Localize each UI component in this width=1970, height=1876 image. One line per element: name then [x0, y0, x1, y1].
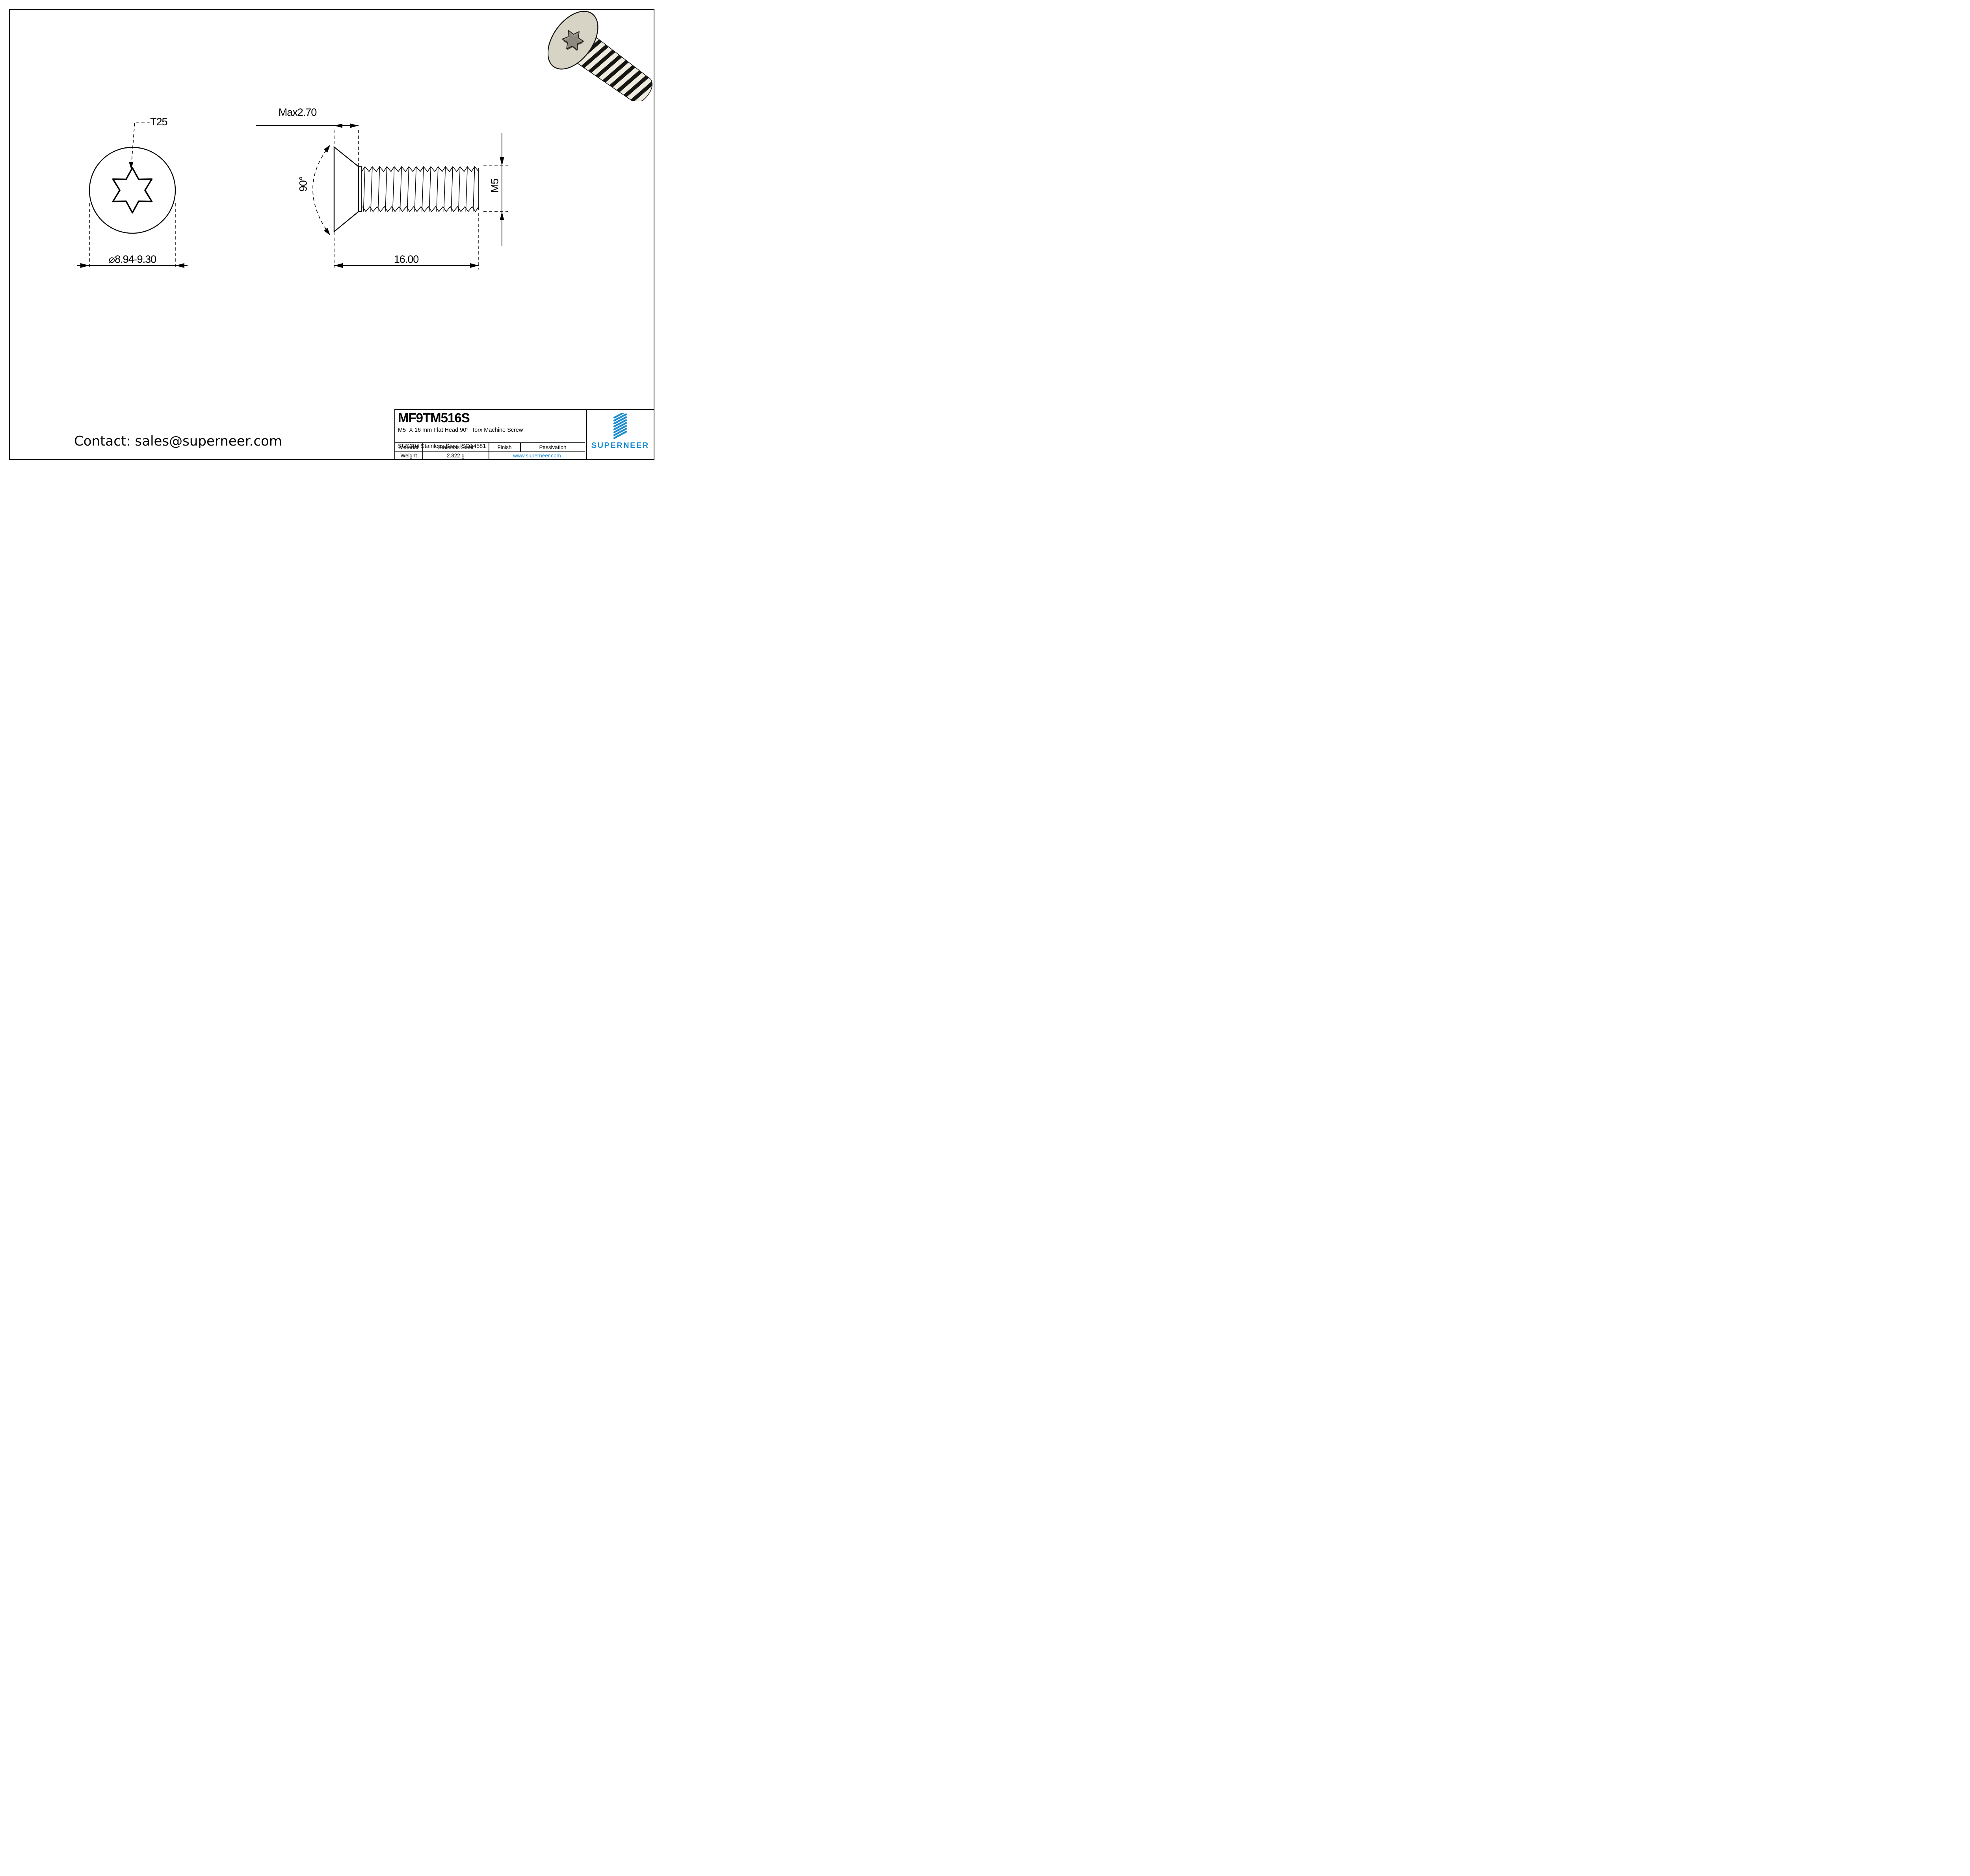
- dim-arrowhead: [500, 212, 504, 220]
- front-view-screw-head: [77, 122, 188, 269]
- head-diameter-label: ⌀8.94-9.30: [108, 253, 156, 265]
- finish-value-cell: Passivation: [520, 443, 585, 451]
- thread-size-extension-lines: [483, 165, 508, 212]
- head-shank-junction: [359, 166, 362, 212]
- description-line-2: SUS304 Stainless Steel ISO14581: [398, 443, 486, 449]
- torx-label-leader-line: [131, 122, 150, 167]
- dim-arrowhead: [80, 263, 89, 268]
- head-angle-label: 90°: [297, 176, 309, 192]
- screw-length-label: 16.00: [394, 253, 419, 265]
- brand-wordmark: SUPERNEER: [591, 441, 649, 450]
- part-number: MF9TM516S: [398, 410, 470, 425]
- arc-arrowhead: [324, 228, 330, 235]
- technical-drawing-canvas: [77, 122, 508, 269]
- dim-arrowhead: [334, 123, 342, 128]
- length-extension-lines: [334, 213, 479, 269]
- arc-arrowhead: [324, 145, 330, 152]
- screw-3d-torx-recess: [562, 30, 584, 50]
- screw-3d-render: [548, 11, 653, 101]
- screw-3d-group: [548, 11, 653, 101]
- dim-arrowhead: [334, 263, 343, 268]
- thread-crest-lines: [363, 166, 475, 212]
- title-block-info: MF9TM516S M5 X 16 mm Flat Head 90° Torx …: [398, 411, 583, 450]
- torx-size-label: T25: [150, 116, 168, 128]
- side-view-screw: [256, 123, 508, 269]
- head-height-extension-lines: [334, 130, 359, 166]
- countersunk-head-profile: [333, 146, 359, 233]
- drawing-sheet: T25 ⌀8.94-9.30 Max2.70 90° M5 16.00 Cont…: [0, 0, 663, 469]
- brand-logo-cell: SUPERNEER: [586, 410, 654, 459]
- dim-arrowhead: [500, 157, 504, 166]
- torx-recess-star: [112, 167, 153, 214]
- title-block: MF9TM516S M5 X 16 mm Flat Head 90° Torx …: [394, 409, 654, 460]
- dim-arrowhead: [175, 263, 184, 268]
- thread-size-label: M5: [489, 178, 501, 193]
- cone-angle-arc: [312, 145, 331, 236]
- contact-email-text: Contact: sales@superneer.com: [74, 433, 282, 449]
- diameter-extension-lines: [89, 203, 176, 269]
- finish-label-cell: Finish: [488, 443, 520, 451]
- head-height-label: Max2.70: [278, 106, 317, 118]
- leader-arrowhead: [129, 162, 133, 169]
- brand-logo-stripes-icon: [613, 413, 627, 439]
- description-line-1: M5 X 16 mm Flat Head 90° Torx Machine Sc…: [398, 427, 523, 433]
- weight-label-cell: Weight: [395, 451, 422, 459]
- dim-arrowhead: [350, 123, 359, 128]
- website-link[interactable]: www.superneer.com: [488, 451, 585, 459]
- material-label-cell: Material: [399, 444, 418, 450]
- part-description: M5 X 16 mm Flat Head 90° Torx Machine Sc…: [398, 426, 583, 451]
- weight-value-cell: 2.322 g: [422, 451, 489, 459]
- thread-bottom-profile: [362, 206, 479, 212]
- screw-3d-threaded-shank: [572, 33, 653, 101]
- sheet-border-frame: [9, 9, 654, 460]
- material-value-cell: Stainless Steel: [422, 443, 489, 451]
- spec-table: Material Stainless Steel Finish Passivat…: [395, 442, 585, 459]
- dim-arrowhead: [470, 263, 479, 268]
- thread-top-profile: [361, 166, 479, 172]
